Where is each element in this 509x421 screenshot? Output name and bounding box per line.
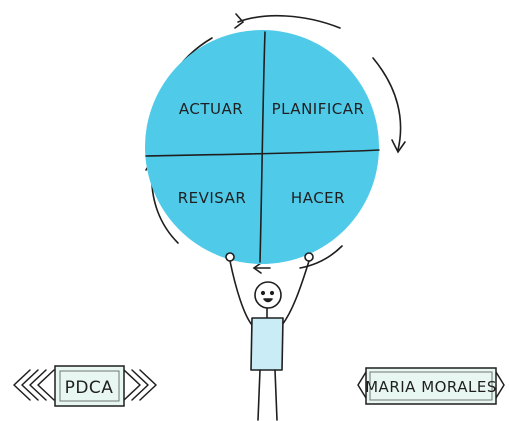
quadrant-bottom-left-label: REVISAR: [178, 189, 247, 207]
quadrant-dividers: [145, 31, 380, 263]
quadrant-bottom-right-label: HACER: [291, 189, 345, 207]
quadrant-top-right-label: PLANIFICAR: [272, 100, 365, 118]
author-badge-label: MARIA MORALES: [365, 378, 497, 396]
pdca-badge-label: PDCA: [65, 378, 114, 398]
stick-figure-icon: [225, 252, 314, 421]
left-badge: PDCA: [13, 365, 157, 407]
right-badge: MARIA MORALES: [357, 367, 505, 405]
quadrant-top-left-label: ACTUAR: [179, 100, 243, 118]
